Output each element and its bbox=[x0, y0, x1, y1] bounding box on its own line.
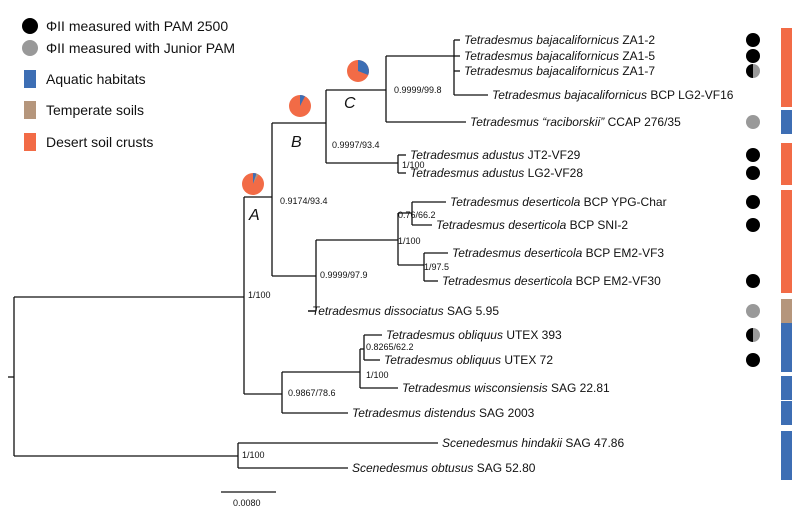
taxon-label: Tetradesmus distendus SAG 2003 bbox=[352, 406, 535, 420]
taxon-label: Tetradesmus deserticola BCP EM2-VF3 bbox=[452, 246, 664, 260]
support-value: 1/100 bbox=[402, 160, 425, 170]
support-value: 1/100 bbox=[366, 370, 389, 380]
pie-chart-node-b bbox=[289, 95, 311, 117]
legend: ΦII measured with PAM 2500 ΦII measured … bbox=[22, 18, 235, 151]
pie-temperate-slice bbox=[253, 173, 259, 184]
legend-label-desert: Desert soil crusts bbox=[46, 134, 153, 150]
pam2500-dot-icon bbox=[746, 49, 760, 63]
support-value: 0.8265/62.2 bbox=[366, 342, 414, 352]
scale-bar: 0.0080 bbox=[221, 491, 276, 508]
taxon-label: Tetradesmus wisconsiensis SAG 22.81 bbox=[402, 381, 610, 395]
pam2500-dot-icon bbox=[746, 218, 760, 232]
habitat-bar-aquatic bbox=[781, 401, 792, 425]
support-values: 0.9999/99.8 0.9997/93.4 0.9174/93.4 1/10… bbox=[242, 85, 449, 460]
taxon-label: Tetradesmus deserticola BCP EM2-VF30 bbox=[442, 274, 661, 288]
legend-label-temperate: Temperate soils bbox=[46, 102, 144, 118]
support-value: 0.9867/78.6 bbox=[288, 388, 336, 398]
taxon-label: Tetradesmus obliquus UTEX 72 bbox=[384, 353, 553, 367]
clade-label-c: C bbox=[344, 95, 356, 112]
taxon-labels: Tetradesmus bajacalifornicus ZA1-2 Tetra… bbox=[312, 33, 734, 475]
support-value: 1/100 bbox=[398, 236, 421, 246]
habitat-bar-aquatic bbox=[781, 110, 792, 134]
habitat-bar-aquatic bbox=[781, 376, 792, 400]
legend-item-temperate: Temperate soils bbox=[24, 101, 144, 119]
taxon-label: Tetradesmus adustus JT2-VF29 bbox=[410, 148, 581, 162]
clade-label-b: B bbox=[291, 134, 302, 151]
clade-label-a: A bbox=[248, 207, 260, 224]
support-value: 0.9997/93.4 bbox=[332, 140, 380, 150]
aquatic-swatch-icon bbox=[24, 70, 36, 88]
habitat-bar-temperate bbox=[781, 299, 792, 323]
pam2500-dot-icon bbox=[746, 274, 760, 288]
taxon-label: Tetradesmus deserticola BCP SNI-2 bbox=[436, 218, 628, 232]
pam2500-dot-icon bbox=[746, 195, 760, 209]
taxon-label: Tetradesmus bajacalifornicus BCP LG2-VF1… bbox=[492, 88, 734, 102]
pie-aquatic-slice bbox=[358, 60, 369, 75]
legend-item-pam2500: ΦII measured with PAM 2500 bbox=[22, 18, 228, 34]
ancestral-pies bbox=[242, 60, 369, 195]
support-value: 0.9174/93.4 bbox=[280, 196, 328, 206]
taxon-label: Tetradesmus obliquus UTEX 393 bbox=[386, 328, 562, 342]
support-value: 1/100 bbox=[248, 290, 271, 300]
pam2500-dot-icon bbox=[746, 353, 760, 367]
junior-pam-half-icon bbox=[753, 64, 760, 78]
support-value: 1/97.5 bbox=[424, 262, 449, 272]
taxon-label: Tetradesmus bajacalifornicus ZA1-5 bbox=[464, 49, 655, 63]
clade-labels: A B C bbox=[248, 95, 356, 224]
habitat-bar-desert bbox=[781, 28, 792, 107]
pie-aquatic-slice bbox=[253, 173, 257, 184]
legend-item-desert: Desert soil crusts bbox=[24, 133, 153, 151]
legend-label-junior-pam: ΦII measured with Junior PAM bbox=[46, 40, 235, 56]
legend-label-aquatic: Aquatic habitats bbox=[46, 71, 146, 87]
pie-aquatic-slice bbox=[300, 95, 305, 106]
pam2500-dot-icon bbox=[746, 33, 760, 47]
support-value: 0.76/66.2 bbox=[398, 210, 436, 220]
temperate-swatch-icon bbox=[24, 101, 36, 119]
pam2500-dot-icon bbox=[746, 148, 760, 162]
habitat-bar-aquatic bbox=[781, 431, 792, 480]
pam2500-half-icon bbox=[746, 328, 753, 342]
support-value: 0.9999/97.9 bbox=[320, 270, 368, 280]
taxon-label: Tetradesmus dissociatus SAG 5.95 bbox=[312, 304, 499, 318]
pam2500-half-icon bbox=[746, 64, 753, 78]
junior-pam-half-icon bbox=[753, 328, 760, 342]
pie-chart-node-a bbox=[242, 173, 264, 195]
scale-bar-label: 0.0080 bbox=[233, 498, 261, 508]
support-value: 1/100 bbox=[242, 450, 265, 460]
taxon-label: Tetradesmus “raciborskii” CCAP 276/35 bbox=[470, 115, 681, 129]
habitat-bars bbox=[781, 28, 792, 480]
half-dot-icon bbox=[746, 64, 760, 78]
taxon-label: Tetradesmus adustus LG2-VF28 bbox=[410, 166, 583, 180]
half-dot-icon bbox=[746, 328, 760, 342]
taxon-label: Tetradesmus deserticola BCP YPG-Char bbox=[450, 195, 667, 209]
measurement-markers bbox=[746, 33, 760, 367]
legend-label-pam2500: ΦII measured with PAM 2500 bbox=[46, 18, 228, 34]
junior-pam-dot-icon bbox=[746, 115, 760, 129]
legend-item-junior-pam: ΦII measured with Junior PAM bbox=[22, 40, 235, 56]
pam2500-dot-icon bbox=[22, 18, 38, 34]
junior-pam-dot-icon bbox=[746, 304, 760, 318]
tree-branches bbox=[8, 39, 488, 469]
taxon-label: Tetradesmus bajacalifornicus ZA1-2 bbox=[464, 33, 655, 47]
taxon-label: Scenedesmus obtusus SAG 52.80 bbox=[352, 461, 536, 475]
pie-chart-node-c bbox=[347, 60, 369, 82]
habitat-bar-desert bbox=[781, 190, 792, 293]
support-value: 0.9999/99.8 bbox=[394, 85, 442, 95]
desert-swatch-icon bbox=[24, 133, 36, 151]
taxon-label: Scenedesmus hindakii SAG 47.86 bbox=[442, 436, 624, 450]
habitat-bar-aquatic bbox=[781, 323, 792, 372]
legend-item-aquatic: Aquatic habitats bbox=[24, 70, 146, 88]
pam2500-dot-icon bbox=[746, 166, 760, 180]
habitat-bar-desert bbox=[781, 143, 792, 185]
taxon-label: Tetradesmus bajacalifornicus ZA1-7 bbox=[464, 64, 655, 78]
junior-pam-dot-icon bbox=[22, 40, 38, 56]
